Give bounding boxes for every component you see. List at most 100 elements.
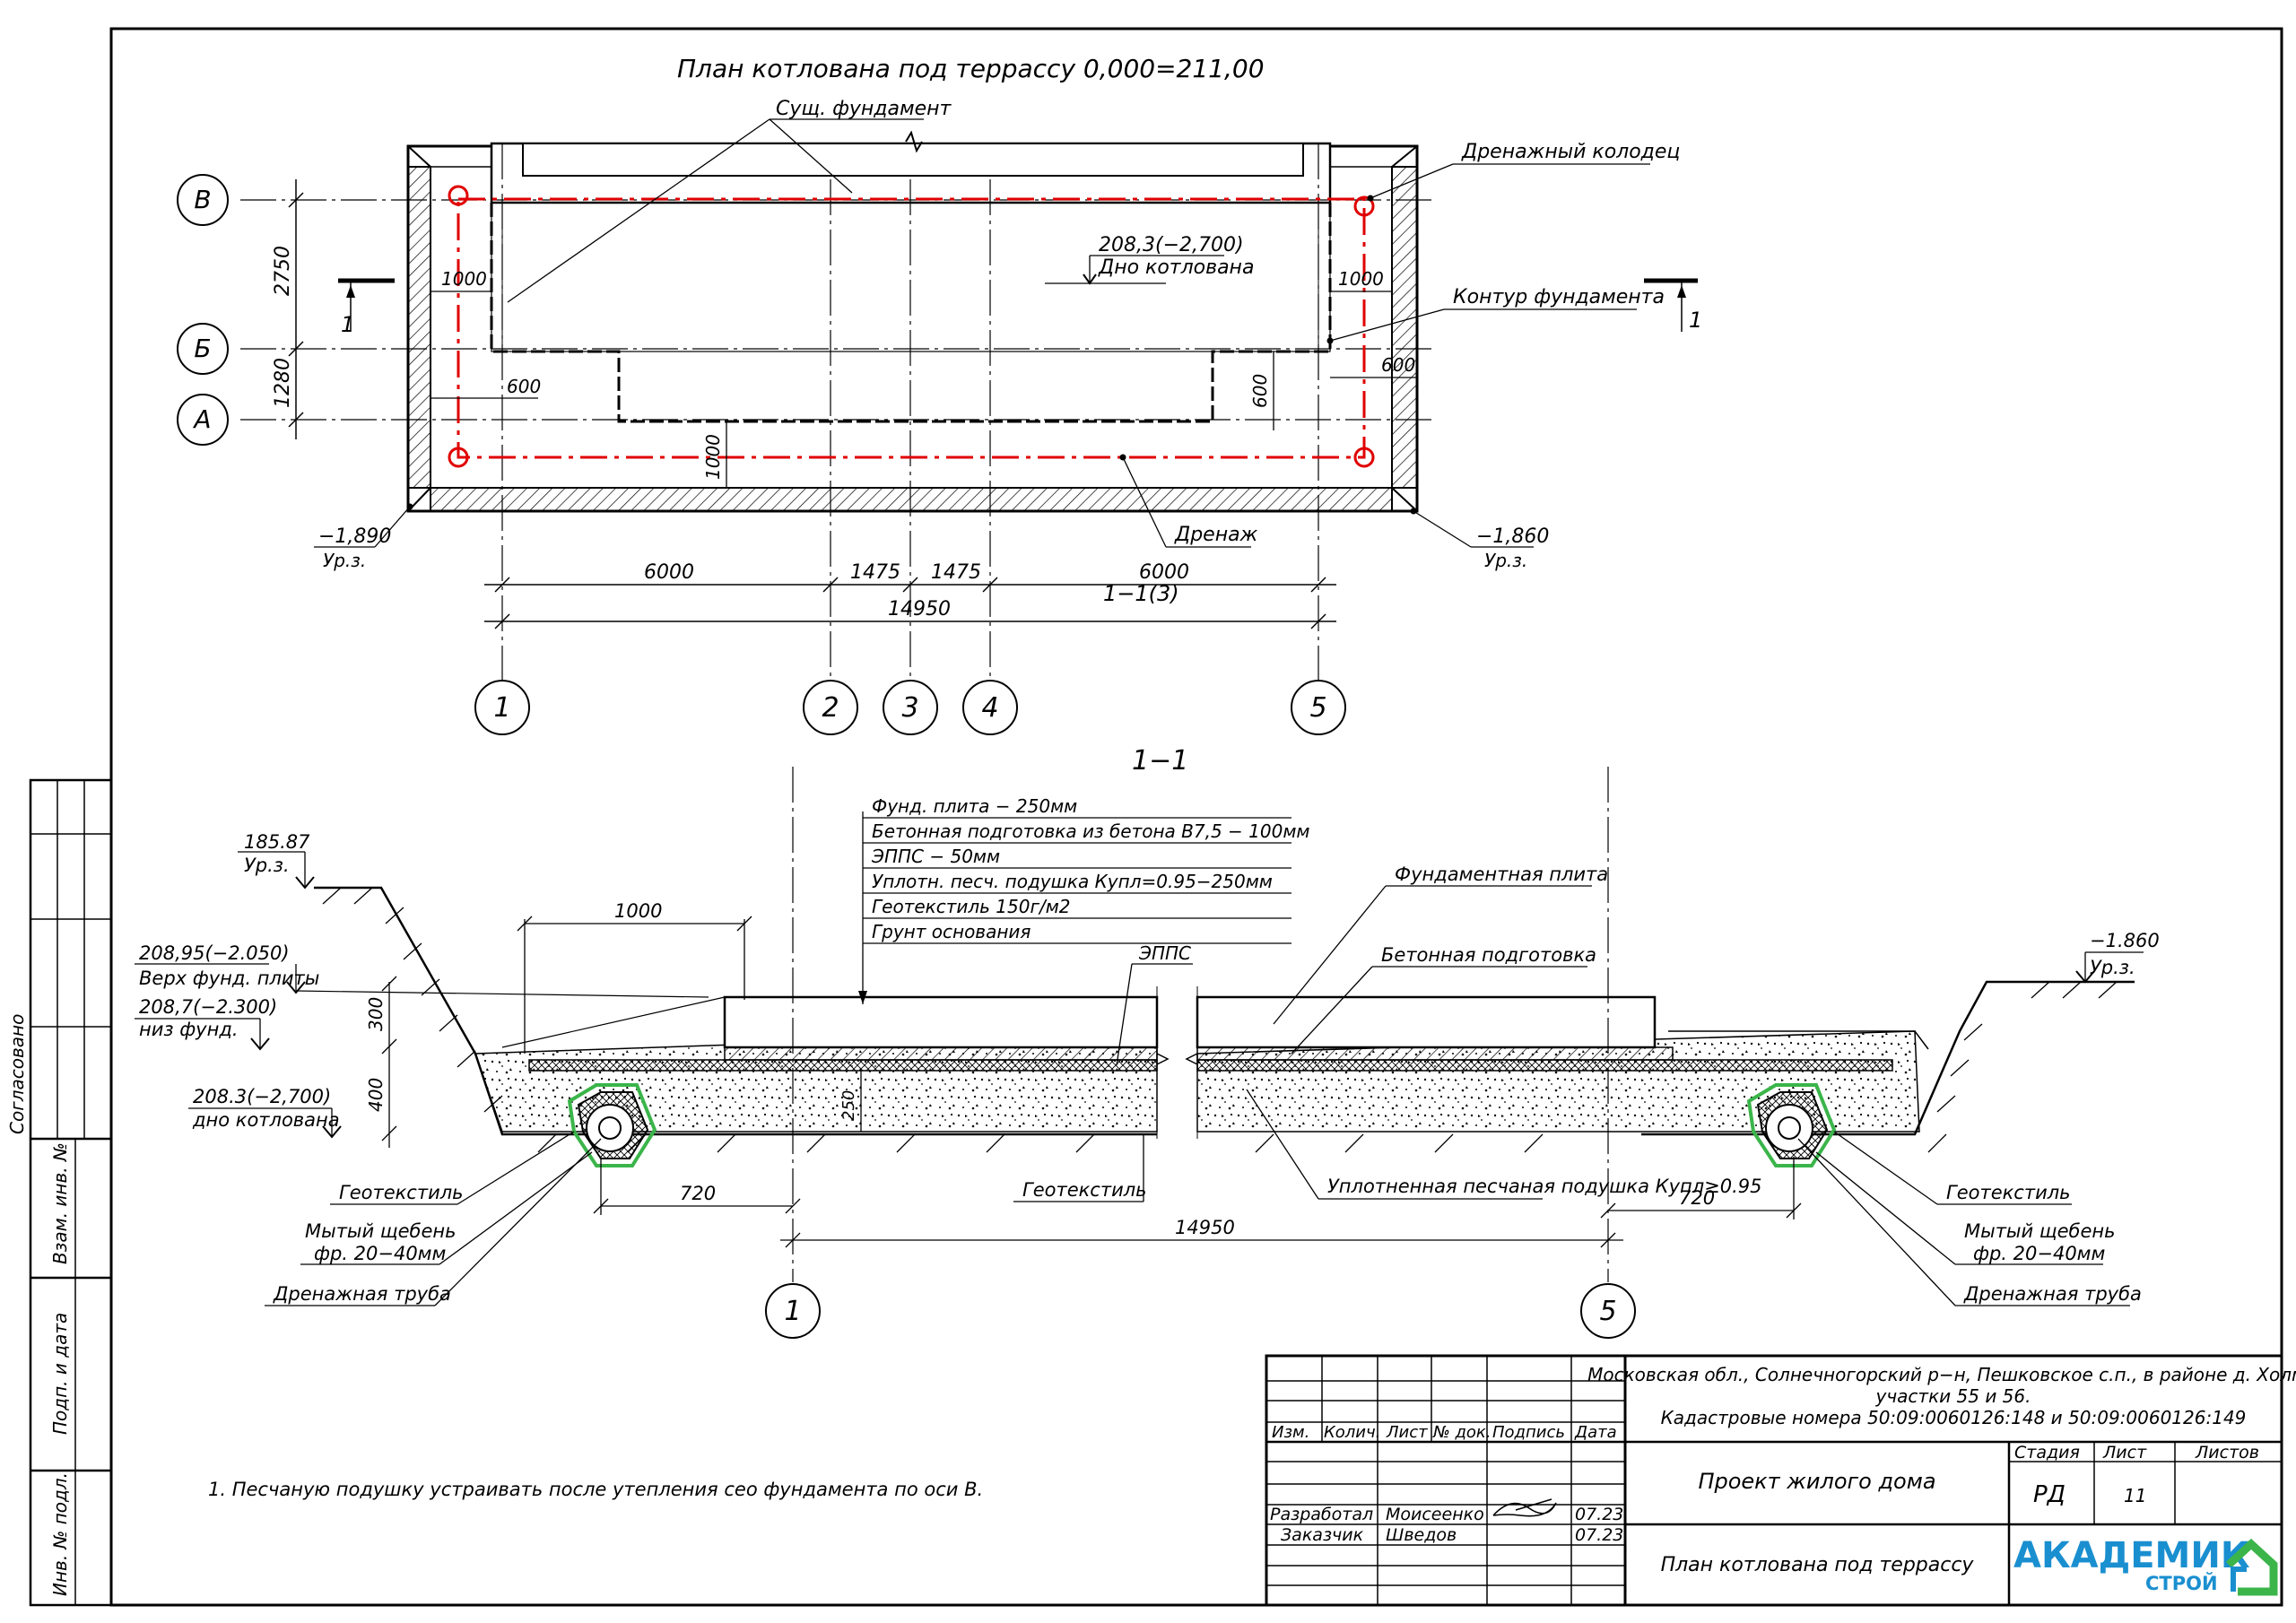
level-right-label: Ур.з. xyxy=(2090,957,2135,978)
level-bottom-found-label: низ фунд. xyxy=(139,1019,239,1040)
logo-main: АКАДЕМИК xyxy=(2013,1535,2250,1576)
axis-bubble-b xyxy=(177,323,229,375)
axis-label-a: А xyxy=(192,404,211,434)
drain-well-se xyxy=(1353,447,1375,468)
callout-foundation-contour: Контур фундамента xyxy=(1453,286,1665,308)
tb-sheet-title: План котлована под террассу xyxy=(1661,1554,1975,1576)
concrete-prep-right xyxy=(1196,1046,1674,1061)
existing-foundation-inner xyxy=(522,143,1304,177)
dim-offset-left-600: 600 xyxy=(507,376,541,397)
axis-bubble-v xyxy=(177,174,229,226)
signature-image xyxy=(1492,1498,1557,1517)
plan-view: План котлована под террассу 0,000=211,00 xyxy=(177,54,1702,735)
layers-legend: Фунд. плита − 250мм Бетонная подготовка … xyxy=(858,795,1310,1004)
label-gravel-right: Мытый щебень xyxy=(1964,1220,2116,1242)
plan-ground-level-left: −1,890 xyxy=(318,525,391,548)
dim-300: 300 xyxy=(365,997,387,1031)
drain-right xyxy=(1746,1083,1837,1167)
axis-bubbles-cols: 1 2 3 4 5 xyxy=(474,680,1346,735)
section-view: 1−1 xyxy=(135,745,2160,1339)
tb-stage-header: Стадия xyxy=(2014,1443,2080,1462)
dim-span-1: 6000 xyxy=(644,561,694,584)
tb-stage: РД xyxy=(2033,1481,2066,1508)
section-axis-1: 1 xyxy=(784,1296,801,1327)
callout-drain-well: Дренажный колодец xyxy=(1461,141,1680,163)
label-gravel-fraction-left: фр. 20−40мм xyxy=(314,1243,447,1264)
axis-label-1: 1 xyxy=(493,692,510,724)
foundation-slab-left xyxy=(723,995,1159,1049)
dim-span-4: 6000 xyxy=(1139,561,1189,584)
dim-720-right: 720 xyxy=(1679,1187,1715,1209)
dim-span-2: 1475 xyxy=(850,561,900,584)
dim-250: 250 xyxy=(839,1090,858,1121)
dim-offset-vert-1000: 1000 xyxy=(702,434,724,480)
level-top-ground: 185.87 xyxy=(244,831,310,853)
label-sand-cushion: Уплотненная песчаная подушка Купл≥0.95 xyxy=(1327,1176,1762,1197)
label-geotextile-center: Геотекстиль xyxy=(1022,1179,1147,1201)
callout-existing-foundation: Сущ. фундамент xyxy=(776,98,952,120)
foundation-slab-right xyxy=(1196,995,1657,1049)
dim-total-plan: 14950 xyxy=(888,598,951,621)
layer-3: ЭППС − 50мм xyxy=(871,846,1000,867)
label-geotextile-left: Геотекстиль xyxy=(339,1182,464,1203)
pit-inner-contour xyxy=(430,166,1393,489)
axis-label-v: В xyxy=(194,185,211,214)
stamp-sign-date: Подп. и дата xyxy=(49,1313,71,1435)
layer-6: Грунт основания xyxy=(872,921,1031,942)
tb-header-list: Лист xyxy=(1386,1423,1428,1442)
level-pit-bottom-label: дно котлована xyxy=(192,1109,340,1131)
dim-offset-right-1000: 1000 xyxy=(1338,268,1384,290)
concrete-prep-left xyxy=(724,1046,1158,1061)
axis-bubble-a xyxy=(177,394,229,446)
plan-pit-bottom-label: Дно котлована xyxy=(1098,256,1254,279)
tb-header-podpis: Подпись xyxy=(1492,1423,1565,1442)
section-title: 1−1 xyxy=(1132,745,1188,777)
plan-title: План котлована под террассу 0,000=211,00 xyxy=(677,54,1265,83)
section-ref: 1−1(3) xyxy=(1103,581,1179,606)
section-axis-5: 5 xyxy=(1599,1296,1616,1327)
pit-slope-left xyxy=(407,166,431,489)
tb-customer-date: 07.23 xyxy=(1575,1525,1623,1545)
layer-4: Уплотн. песч. подушка Купл=0.95−250мм xyxy=(872,871,1273,892)
side-stamp: Согласовано Взам. инв. № Подп. и дата Ин… xyxy=(6,778,113,1607)
axis-label-4: 4 xyxy=(981,692,998,724)
tb-sheet-header: Лист xyxy=(2102,1443,2147,1462)
dims-vertical xyxy=(288,179,304,439)
level-top-slab-label: Верх фунд. плиты xyxy=(139,968,319,989)
logo-house-icon xyxy=(2225,1538,2278,1596)
tb-plots: участки 55 и 56. xyxy=(1875,1385,2031,1407)
callout-drainage: Дренаж xyxy=(1174,524,1258,546)
level-pit-bottom: 208.3(−2,700) xyxy=(193,1086,331,1107)
dim-offset-vert-600: 600 xyxy=(1249,374,1271,408)
tb-developed-name: Моисеенко xyxy=(1386,1505,1484,1524)
stamp-agreed: Согласовано xyxy=(6,1014,28,1134)
axis-bubbles-rows: В Б А xyxy=(177,174,229,446)
dim-400: 400 xyxy=(365,1078,387,1112)
logo-sub: СТРОЙ xyxy=(2145,1572,2218,1594)
label-gravel-fraction-right: фр. 20−40мм xyxy=(1973,1243,2106,1264)
label-drain-pipe-right: Дренажная труба xyxy=(1963,1283,2142,1305)
dims-horizontal xyxy=(484,577,1336,629)
label-epps: ЭППС xyxy=(1138,942,1191,964)
tb-address: Московская обл., Солнечногорский р−н, Пе… xyxy=(1587,1364,2296,1385)
pit-slope-right xyxy=(1391,166,1418,489)
tb-header-ndok: № док. xyxy=(1432,1423,1492,1442)
tb-project-name: Проект жилого дома xyxy=(1698,1469,1935,1494)
layer-2: Бетонная подготовка из бетона В7,5 − 100… xyxy=(872,820,1310,842)
plan-ground-label-left: Ур.з. xyxy=(323,550,366,571)
dim-offset-left-1000: 1000 xyxy=(441,268,487,290)
stamp-replace-inv: Взам. инв. № xyxy=(49,1142,71,1264)
tb-sheets-header: Листов xyxy=(2195,1443,2259,1462)
tb-sheet: 11 xyxy=(2124,1485,2146,1506)
drain-well-nw xyxy=(448,185,469,206)
section-mark-right: 1 xyxy=(1689,308,1702,333)
title-block: Изм. Колич. Лист № док. Подпись Дата Раз… xyxy=(1265,1354,2296,1607)
grid-lines xyxy=(240,143,1435,681)
axis-label-3: 3 xyxy=(901,692,918,724)
drain-well-ne xyxy=(1353,195,1375,217)
axis-label-b: Б xyxy=(194,334,211,363)
pit-slope-bottom xyxy=(430,487,1393,512)
plan-pit-bottom-level: 208,3(−2,700) xyxy=(1099,234,1244,256)
label-slab: Фундаментная плита xyxy=(1395,864,1608,885)
